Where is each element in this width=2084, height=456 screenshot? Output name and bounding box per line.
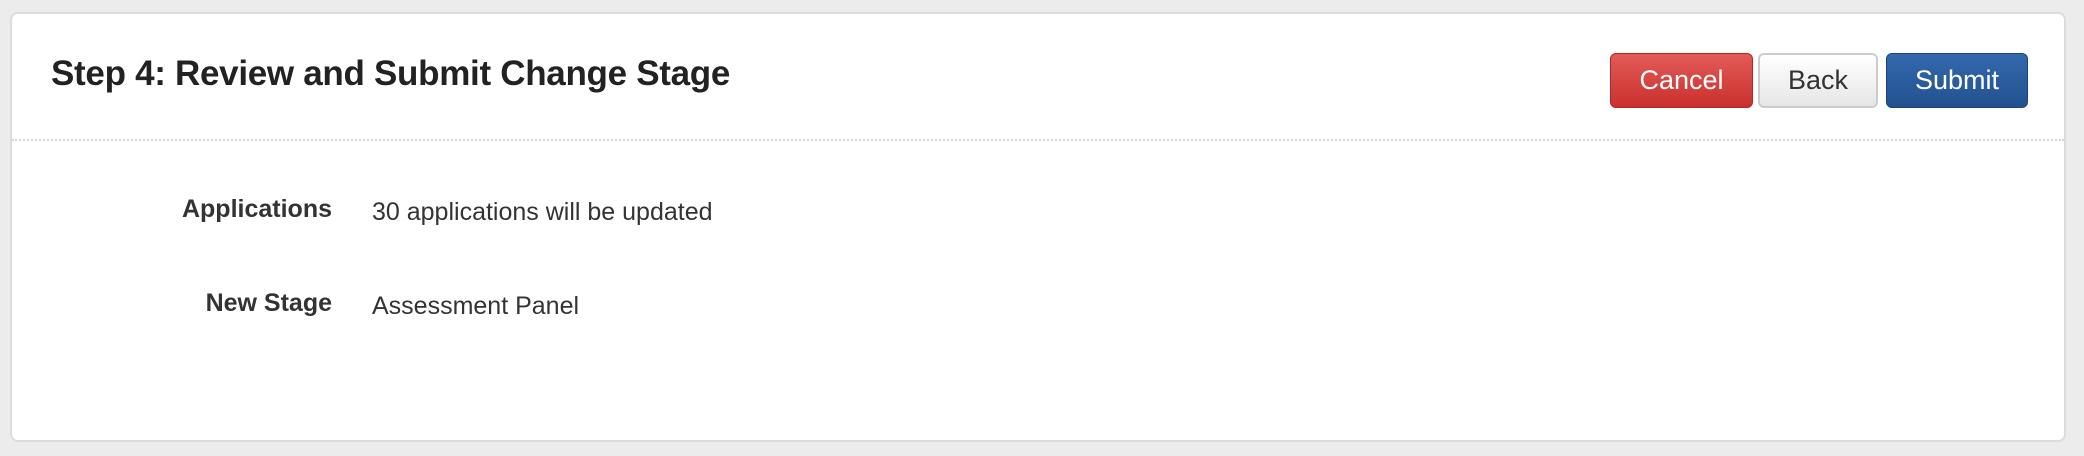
detail-value: Assessment Panel [372, 292, 580, 320]
back-button[interactable]: Back [1758, 53, 1878, 108]
detail-row-applications: Applications 30 applications will be upd… [12, 195, 2064, 235]
panel-header: Step 4: Review and Submit Change Stage C… [12, 14, 2064, 141]
detail-row-new-stage: New Stage Assessment Panel [12, 289, 2064, 329]
submit-button[interactable]: Submit [1886, 53, 2028, 108]
cancel-button[interactable]: Cancel [1610, 53, 1753, 108]
review-panel: Step 4: Review and Submit Change Stage C… [10, 12, 2066, 442]
detail-label: Applications [181, 195, 332, 223]
page-title: Step 4: Review and Submit Change Stage [51, 54, 731, 93]
detail-value: 30 applications will be updated [372, 198, 713, 226]
detail-label: New Stage [205, 289, 332, 317]
